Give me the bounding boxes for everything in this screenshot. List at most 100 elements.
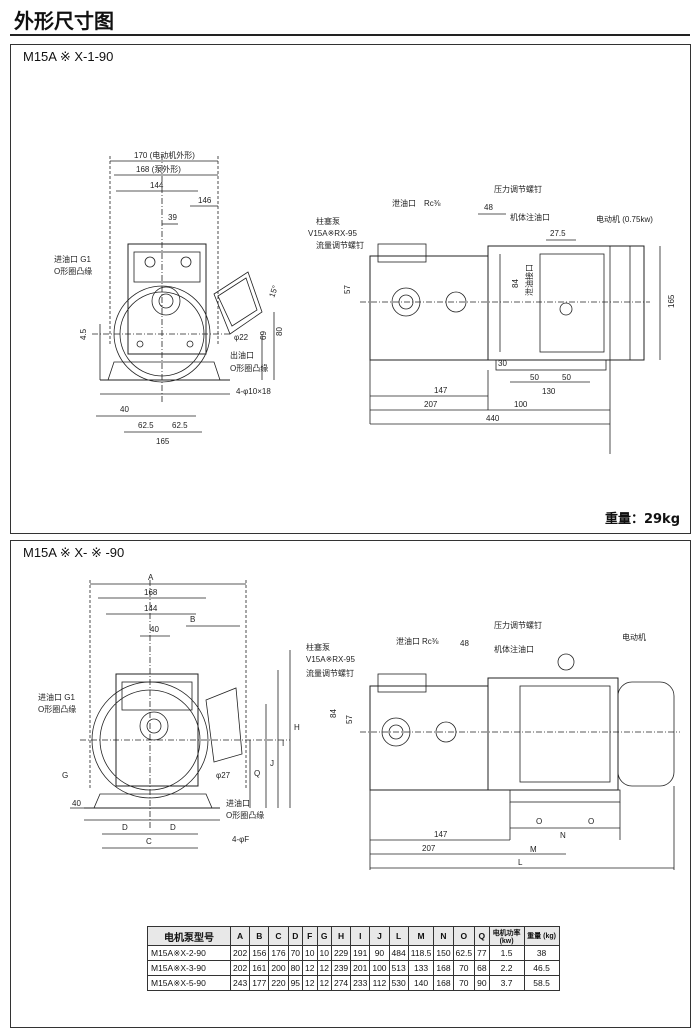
table-cell: 77 [474,945,490,961]
table-cell: 202 [229,945,251,961]
label-flow-screw-b: 流量调节螺钉 [306,668,354,678]
table-cell: 46.5 [523,960,560,976]
dim-84: 84 [511,279,520,288]
label-motor-b: 电动机 [622,632,646,642]
col-header: G [316,926,332,946]
table-cell: 201 [350,960,371,976]
dim-G: G [62,771,68,780]
col-header: M [407,926,435,946]
table-cell: 239 [330,960,352,976]
col-header: 电机功率 (kw) [488,926,525,946]
table-cell: 12 [316,960,332,976]
table-cell: 202 [229,960,251,976]
label-pump-model: V15A※RX-95 [308,229,358,238]
table-cell: 243 [229,975,251,991]
dim-50-b: 50 [562,373,571,382]
col-header: N [433,926,454,946]
dim-48-b: 48 [460,639,469,648]
label-oring2-b: O形圈凸缘 [226,810,264,820]
dim-80: 80 [275,327,284,336]
table-cell: 150 [433,945,454,961]
table-cell: 112 [369,975,390,991]
table-cell: 2.2 [488,960,525,976]
dim-57: 57 [343,285,352,294]
dim-Q: Q [254,769,260,778]
col-header: L [388,926,409,946]
label-fill-port-b: 机体注油口 [494,644,534,654]
col-header: 电机泵型号 [147,926,231,946]
table-cell: 68 [474,960,490,976]
dim-168-b: 168 [144,588,158,597]
dim-84-b: 84 [329,709,338,718]
dim-50-a: 50 [530,373,539,382]
table-cell: 58.5 [523,975,560,991]
dim-48: 48 [484,203,493,212]
table-cell: 70 [452,960,476,976]
dim-I: I [282,739,284,748]
label-plug-pump: 柱塞泵 [316,216,340,226]
dim-207-b: 207 [422,844,436,853]
dim-62-5-b: 62.5 [172,421,188,430]
panel-label: M15A ※ X-1-90 [23,49,114,64]
side-view-bottom: 泄油口 Rc⅜ 压力调节螺钉 48 柱塞泵 V15A※RX-95 流量调节螺钉 … [306,620,680,870]
dim-165: 165 [156,437,170,446]
table-cell: 1.5 [488,945,525,961]
col-header: I [350,926,371,946]
dim-40: 40 [120,405,129,414]
dim-147: 147 [434,386,448,395]
table-cell: 12 [302,975,318,991]
label-motor: 电动机 (0.75kw) [596,214,653,224]
table-cell: 484 [388,945,409,961]
label-plug-pump-b: 柱塞泵 [306,642,330,652]
dim-D1: D [122,823,128,832]
dim-C: C [146,837,152,846]
col-header: C [268,926,289,946]
model-cell: M15A※X-5-90 [147,975,231,991]
table-cell: 70 [287,945,304,961]
table-cell: 229 [330,945,352,961]
table-cell: 161 [249,960,270,976]
dim-146: 146 [198,196,212,205]
label-rc: Rc⅜ [424,199,441,208]
table-cell: 12 [316,975,332,991]
table-cell: 233 [350,975,371,991]
label-pump-model-b: V15A※RX-95 [306,655,356,664]
table-cell: 168 [433,975,454,991]
dim-J: J [270,759,274,768]
drawing-panel-x-n-90: M15A ※ X- ※ -90 [10,540,691,1028]
table-cell: 220 [268,975,289,991]
table-cell: 176 [268,945,289,961]
col-header: O [452,926,476,946]
dim-69: 69 [259,331,268,340]
front-view-bottom: A 168 144 B 40 进油口 G1 O形圈凸缘 G 40 D D C 进… [38,573,300,849]
table-cell: 62.5 [452,945,476,961]
col-header: A [229,926,251,946]
dim-phi22: φ22 [234,333,249,342]
dim-O2: O [588,817,594,826]
dim-207: 207 [424,400,438,409]
label-pressure-screw: 压力调节螺钉 [494,184,542,194]
col-header: H [330,926,352,946]
label-inlet-b: 进油口 G1 [38,692,75,702]
dim-144: 144 [150,181,164,190]
label-pressure-screw-b: 压力调节螺钉 [494,620,542,630]
table-cell: 200 [268,960,289,976]
dim-D2: D [170,823,176,832]
label-rc-b: Rc⅜ [422,637,439,646]
label-inlet: 进油口 G1 [54,254,91,264]
table-cell: 90 [474,975,490,991]
table-cell: 70 [452,975,476,991]
table-cell: 140 [407,975,435,991]
dim-39: 39 [168,213,177,222]
label-outlet: 出油口 [230,350,254,360]
dim-L: L [518,858,523,867]
label-drain-b: 泄油口 [396,636,420,646]
dim-O1: O [536,817,542,826]
label-fill-port: 机体注油口 [510,212,550,222]
dim-M: M [530,845,537,854]
front-view: 170 (电动机外形) 168 (泵外形) 144 146 39 进油口 G1 … [54,150,284,446]
label-oring-b: O形圈凸缘 [38,704,76,714]
dim-A: A [148,573,154,582]
table-cell: 118.5 [407,945,435,961]
